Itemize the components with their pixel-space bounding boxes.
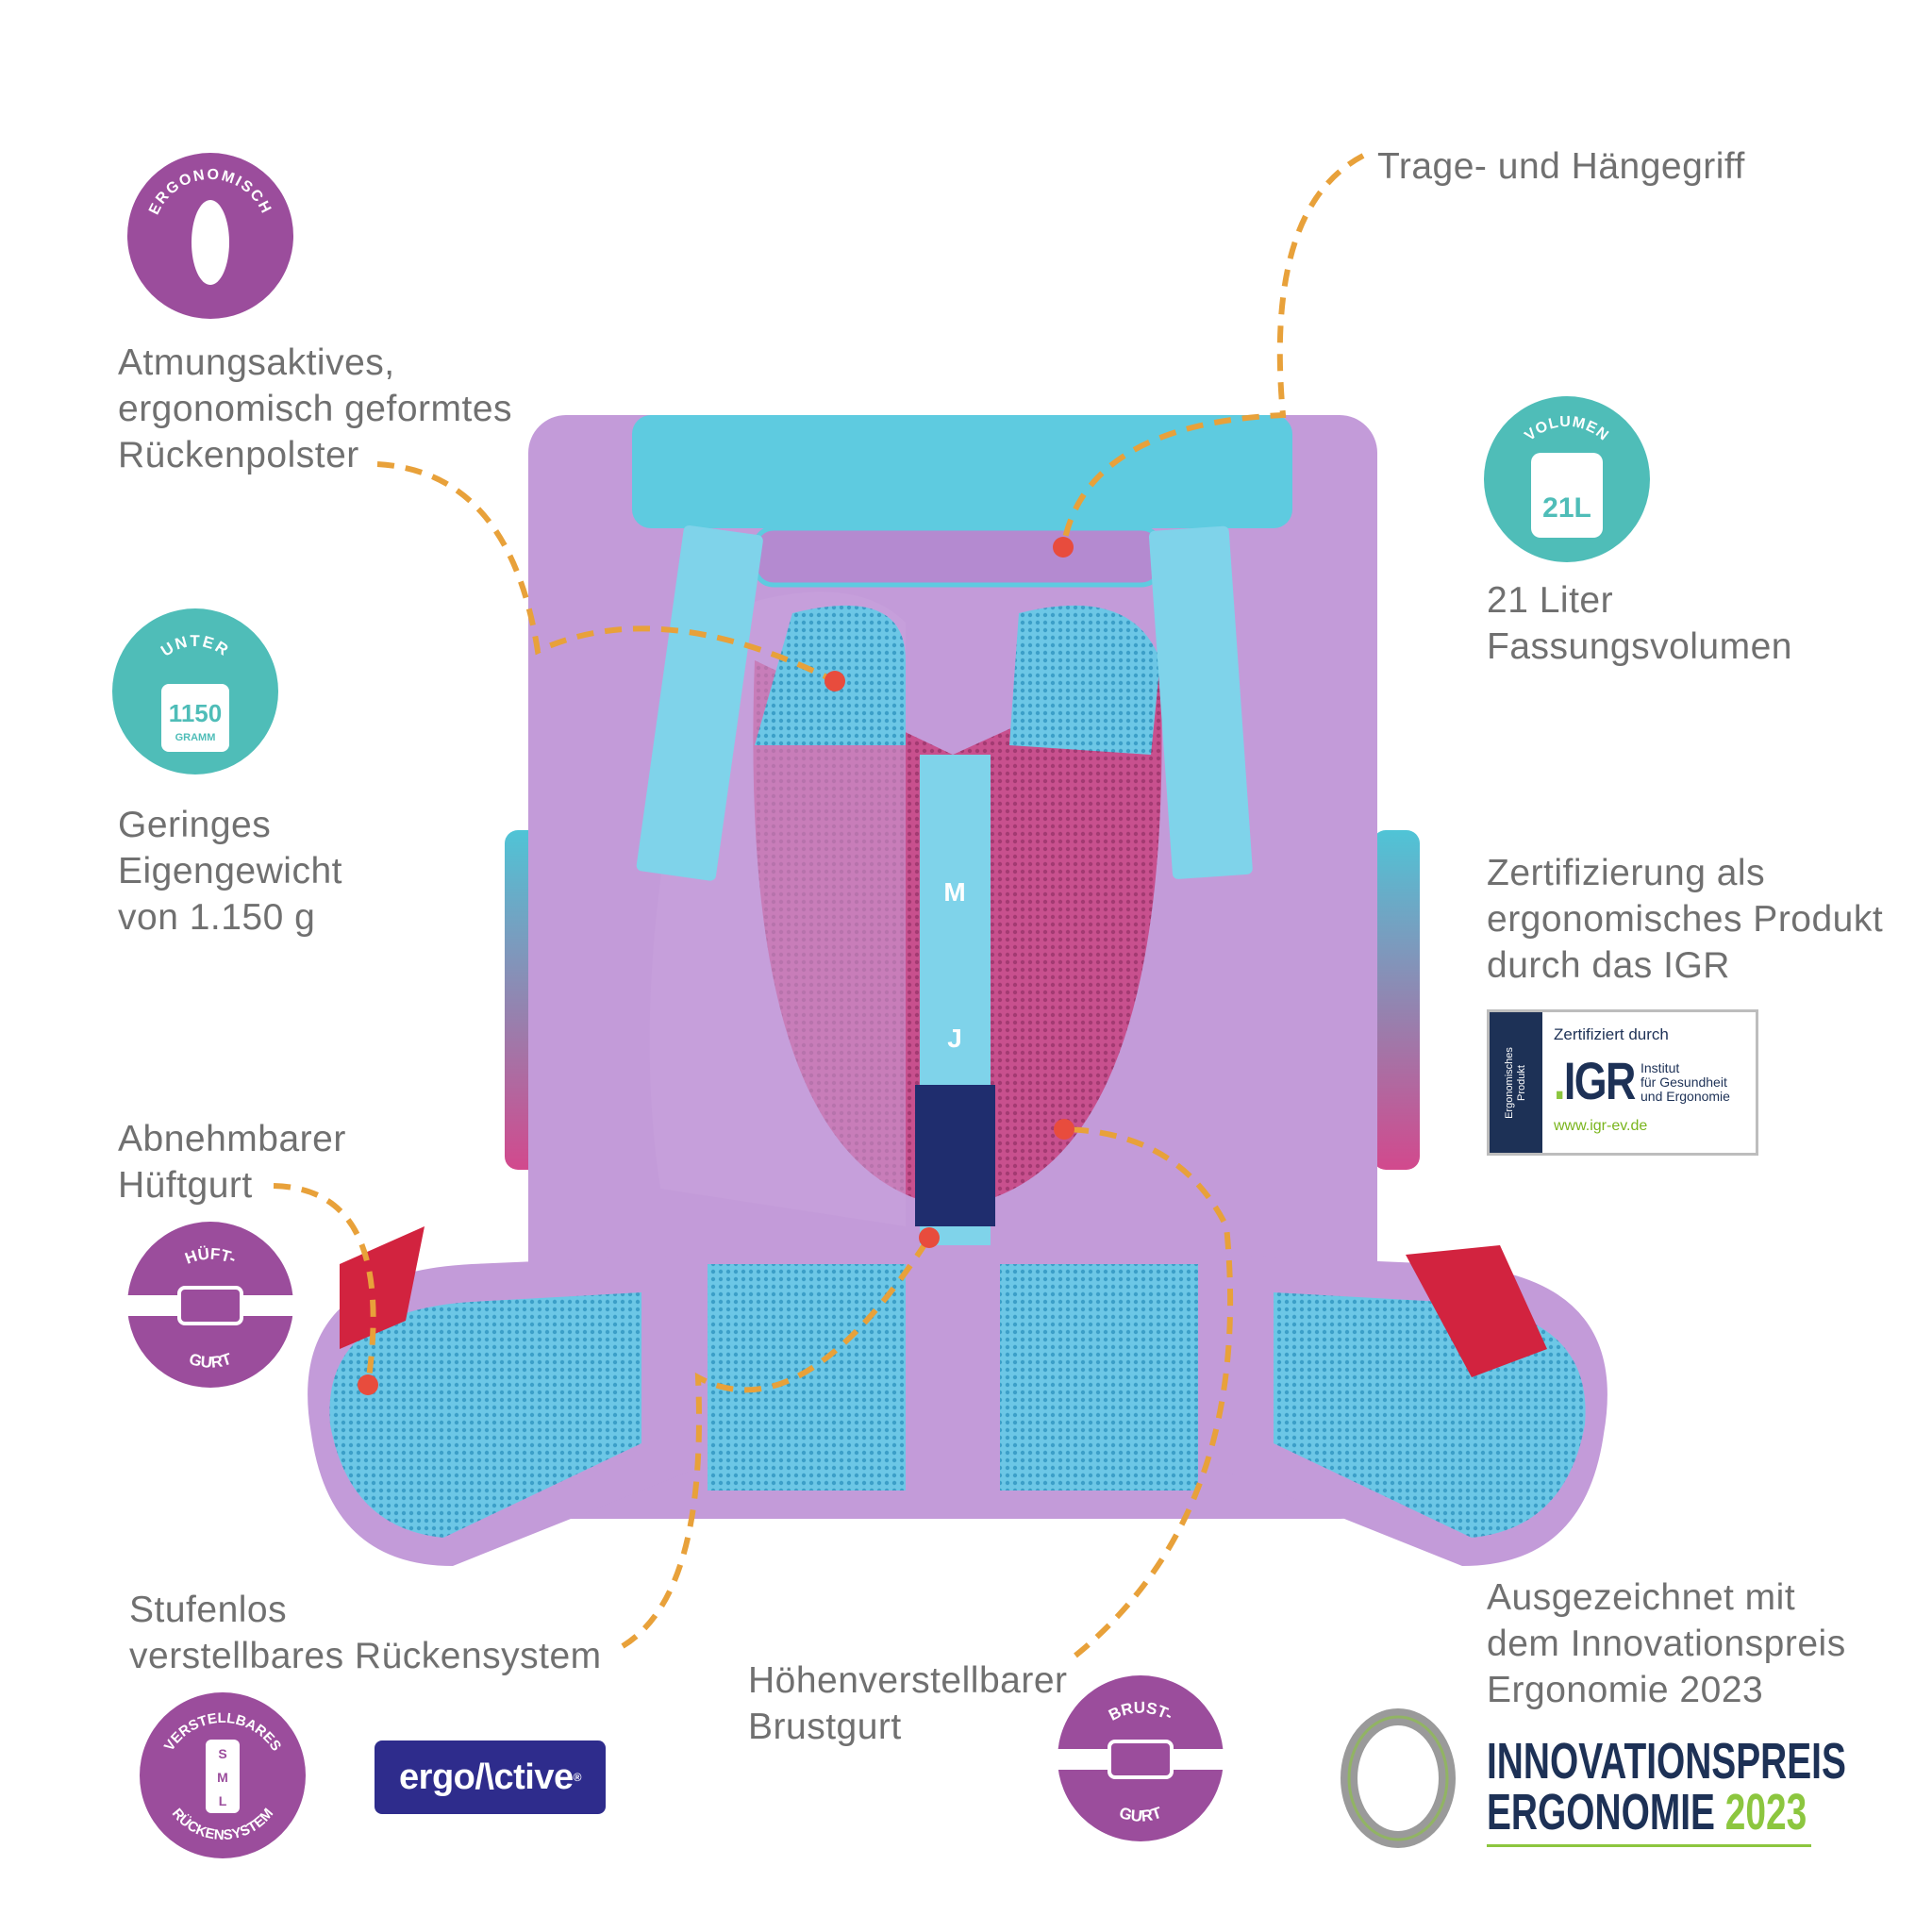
leader-ruckensystem [621, 1236, 932, 1649]
brustgurt-badge: BRUST- GURT [1058, 1675, 1224, 1841]
weight-icon [161, 684, 229, 752]
feature-gewicht-text: Geringes Eigengewicht von 1.150 g [118, 805, 342, 938]
svg-text:BRUST-: BRUST- [1106, 1699, 1175, 1724]
igr-certification-badge: Ergonomisches Produkt Zertifiziert durch… [1487, 1009, 1758, 1156]
svg-text:VOLUMEN: VOLUMEN [1522, 414, 1611, 444]
svg-text:GURT: GURT [1117, 1804, 1164, 1825]
buckle-icon [1108, 1740, 1174, 1779]
strap-label-m: M [943, 877, 965, 907]
leader-hueftgurt [273, 1183, 376, 1386]
ergonomisch-badge: ERGONOMISCH [127, 153, 293, 319]
feature-brustgurt-text: Höhenverstellbarer Brustgurt [748, 1660, 1068, 1747]
leader-griff [1060, 153, 1365, 548]
award-ring-icon [1341, 1708, 1456, 1848]
svg-text:21L: 21L [1542, 492, 1591, 524]
buckle-icon [177, 1286, 243, 1325]
feature-volumen-text: 21 Liter Fassungsvolumen [1487, 580, 1792, 667]
feature-ruckensystem-text: Stufenlos verstellbares Rückensystem [129, 1590, 602, 1676]
volumen-badge: VOLUMEN 21L [1484, 396, 1650, 562]
feature-griff-text: Trage- und Hängegriff [1377, 146, 1745, 187]
feature-zertifizierung-text: Zertifizierung als ergonomisches Produkt… [1487, 853, 1884, 986]
svg-text:UNTER: UNTER [158, 632, 233, 660]
feature-hueftgurt-text: Abnehmbarer Hüftgurt [118, 1119, 346, 1206]
spine-icon [192, 200, 229, 285]
innovationspreis-logo: INNOVATIONSPREIS ERGONOMIE 2023 [1487, 1733, 1846, 1840]
svg-text:M: M [217, 1770, 228, 1785]
hueftgurt-badge: HÜFT- GURT [127, 1222, 293, 1388]
svg-text:HÜFT-: HÜFT- [183, 1244, 239, 1267]
feature-innovation-text: Ausgezeichnet mit dem Innovationspreis E… [1487, 1577, 1846, 1710]
svg-text:GRAMM: GRAMM [175, 732, 216, 743]
svg-text:L: L [219, 1793, 227, 1808]
ergoactive-logo: ergo/\ctive® [375, 1740, 606, 1814]
leader-brustgurt [1063, 1126, 1234, 1658]
gewicht-badge: UNTER 1150 GRAMM [112, 608, 278, 774]
ruckensystem-badge: VERSTELLBARES RÜCKENSYSTEM S M L [140, 1692, 306, 1858]
innovationspreis-underline [1487, 1844, 1811, 1847]
svg-text:1150: 1150 [169, 699, 222, 727]
backpack-icon [1531, 453, 1603, 538]
leader-ruecken [376, 461, 837, 684]
svg-text:GURT: GURT [187, 1350, 234, 1372]
feature-ruecken-text: Atmungsaktives, ergonomisch geformtes Rü… [118, 342, 513, 475]
svg-text:S: S [218, 1746, 226, 1761]
strap-label-j: J [947, 1024, 962, 1053]
